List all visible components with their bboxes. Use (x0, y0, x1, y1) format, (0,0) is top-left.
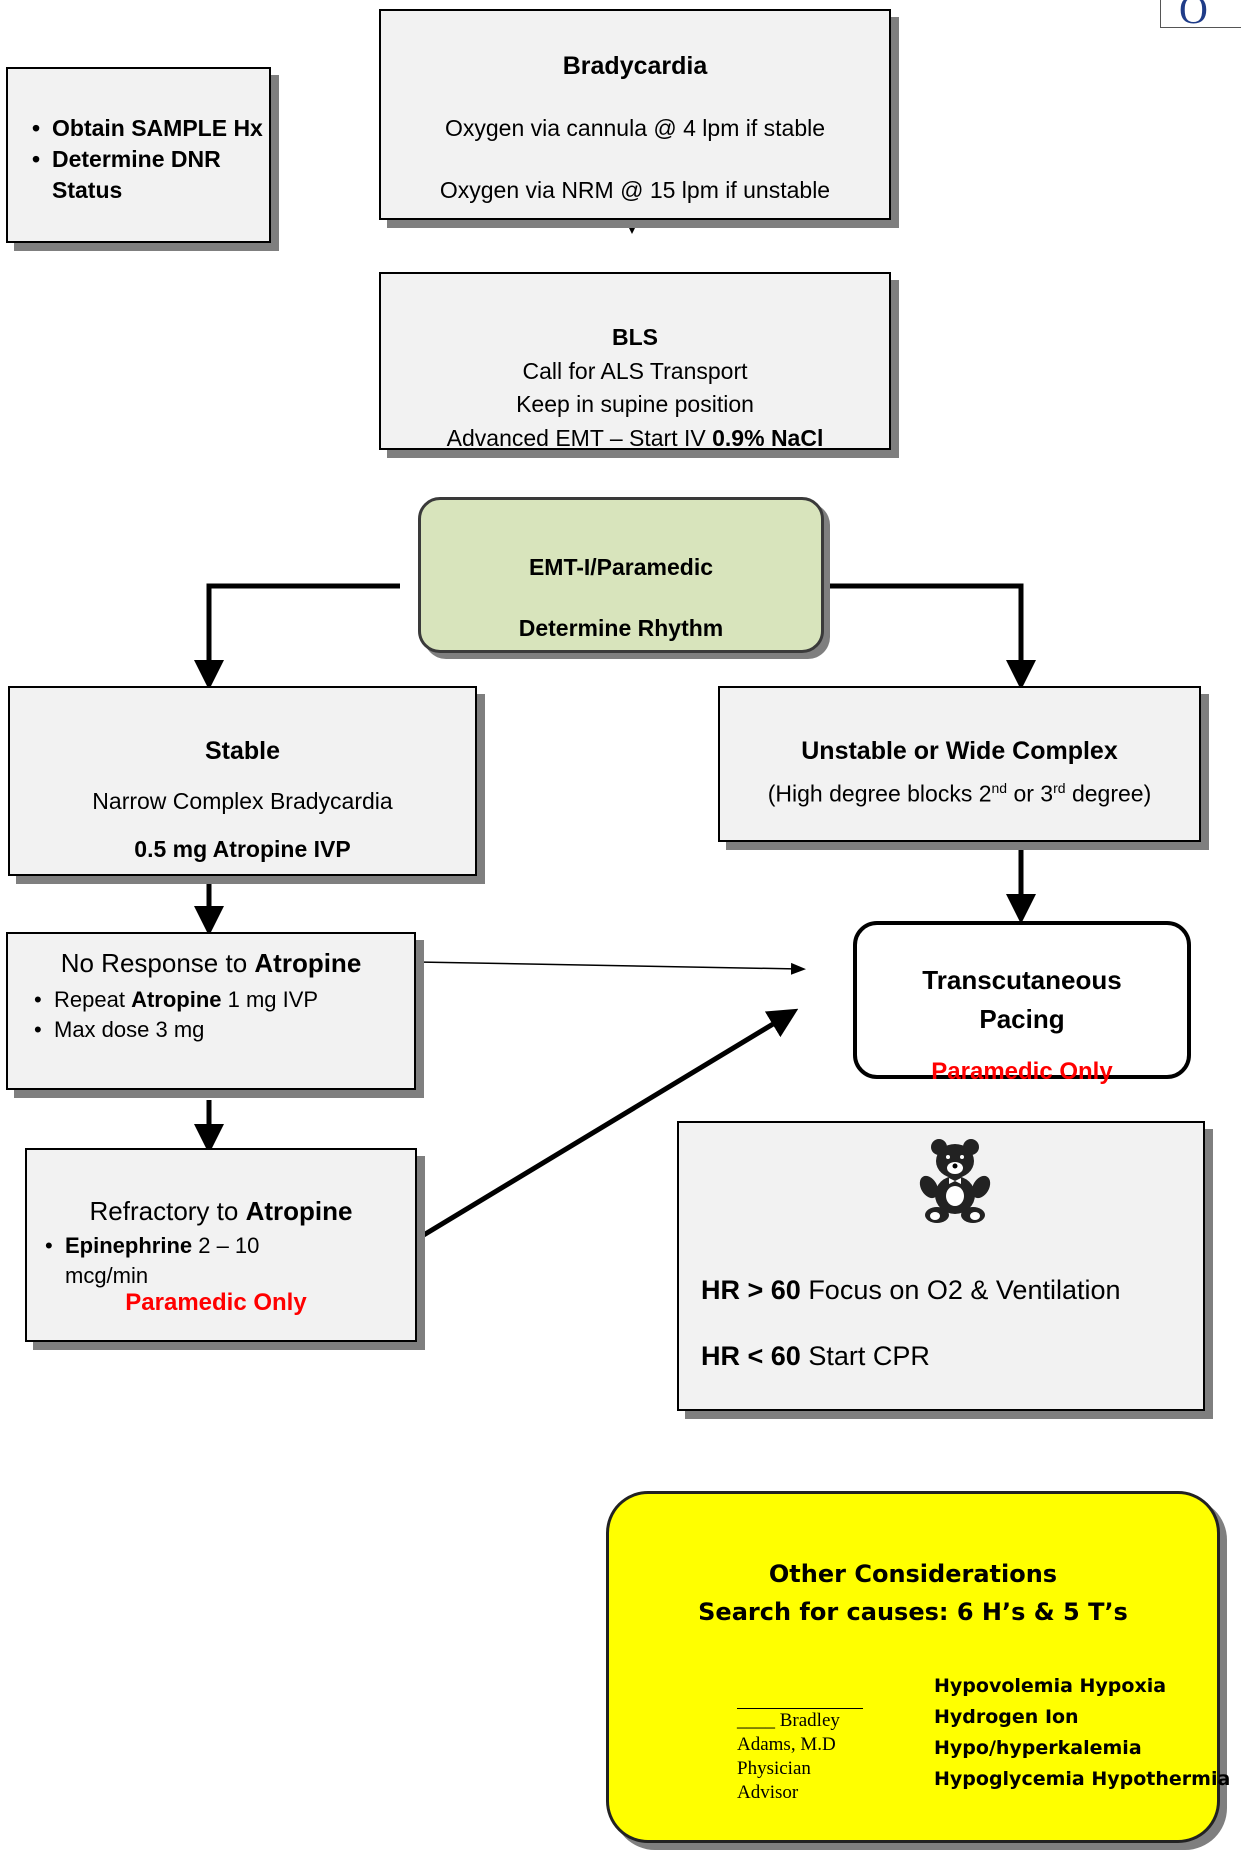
pacing-paramedic-only: Paramedic Only (931, 1058, 1113, 1085)
bls-call-als: Call for ALS Transport (522, 357, 748, 384)
arrow-emt-to-stable (194, 583, 400, 691)
bradycardia-title: Bradycardia (562, 52, 708, 80)
determine-rhythm-label: Determine Rhythm (518, 615, 724, 641)
cause-item: Hypovolemia Hypoxia (934, 1675, 1167, 1697)
emt-paramedic-title: EMT-I/Paramedic (528, 554, 714, 580)
bls-supine: Keep in supine position (516, 391, 754, 418)
signature-block: ____ Bradley Adams, M.D Physician Adviso… (737, 1698, 867, 1805)
emt-paramedic-box: EMT-I/Paramedic Determine Rhythm (418, 497, 824, 653)
considerations-subtitle: Search for causes: 6 H’s & 5 T’s (698, 1598, 1128, 1626)
other-considerations-box: Other Considerations Search for causes: … (606, 1491, 1230, 1843)
refractory-box: Refractory to Atropine Epinephrine 2 – 1… (25, 1148, 417, 1342)
stable-atropine-dose: 0.5 mg Atropine IVP (134, 835, 351, 862)
cause-item: Hypoglycemia Hypothermia (934, 1768, 1231, 1790)
refractory-title: Refractory to Atropine (89, 1196, 353, 1226)
transcutaneous-pacing-box: Transcutaneous Pacing Paramedic Only (853, 921, 1191, 1085)
teddy-bear-icon (915, 1135, 995, 1225)
unstable-box: Unstable or Wide Complex (High degree bl… (718, 686, 1201, 842)
bradycardia-box: Bradycardia Oxygen via cannula @ 4 lpm i… (379, 9, 891, 220)
signature-role: Physician Advisor (737, 1758, 811, 1803)
signature-name: Bradley Adams, M.D (737, 1710, 840, 1755)
considerations-title: Other Considerations (768, 1560, 1058, 1588)
max-dose-item: Max dose 3 mg (28, 1015, 414, 1045)
refractory-paramedic-only: Paramedic Only (125, 1288, 307, 1316)
no-response-title: No Response to Atropine (60, 948, 362, 978)
stable-box: Stable Narrow Complex Bradycardia 0.5 mg… (8, 686, 477, 876)
epinephrine-item: Epinephrine 2 – 10 mcg/min (39, 1231, 289, 1290)
logo-fragment: O (1160, 0, 1241, 32)
stable-narrow-complex: Narrow Complex Bradycardia (92, 788, 393, 814)
hr-above-60-line: HR > 60 Focus on O2 & Ventilation (701, 1275, 1121, 1305)
signature-blank: ____ (737, 1710, 775, 1731)
bls-title: BLS (612, 324, 658, 350)
pediatric-box: HR > 60 Focus on O2 & Ventilation HR < 6… (677, 1121, 1205, 1411)
cause-item: Hypo/hyperkalemia (934, 1737, 1142, 1759)
bls-box: BLS Call for ALS Transport Keep in supin… (379, 272, 891, 451)
unstable-high-degree-blocks: (High degree blocks 2nd or 3rd degree) (767, 780, 1152, 807)
bradycardia-oxygen-stable: Oxygen via cannula @ 4 lpm if stable (444, 115, 826, 141)
stable-title: Stable (204, 737, 281, 765)
no-response-box: No Response to Atropine Repeat Atropine … (6, 932, 416, 1090)
hr-below-60-line: HR < 60 Start CPR (701, 1341, 930, 1371)
repeat-atropine-item: Repeat Atropine 1 mg IVP (28, 985, 414, 1015)
arrow-no-response-to-pacing (416, 961, 806, 975)
arrow-emt-to-unstable (826, 583, 1036, 691)
causes-list: Hypovolemia Hypoxia Hydrogen Ion Hypo/hy… (934, 1671, 1230, 1795)
bls-advanced-emt-iv: Advanced EMT – Start IV 0.9% NaCl (446, 424, 824, 451)
cause-item: Hydrogen Ion (934, 1706, 1079, 1728)
sample-item-obtain-hx: Obtain SAMPLE Hx (26, 113, 269, 144)
unstable-title: Unstable or Wide Complex (801, 737, 1118, 765)
signature-rule (737, 1698, 863, 1709)
sample-history-box: Obtain SAMPLE Hx Determine DNR Status (6, 67, 271, 243)
sample-item-dnr-status: Determine DNR Status (26, 144, 269, 206)
pacing-title: Transcutaneous Pacing (922, 965, 1122, 1034)
bradycardia-oxygen-unstable: Oxygen via NRM @ 15 lpm if unstable (439, 176, 831, 203)
